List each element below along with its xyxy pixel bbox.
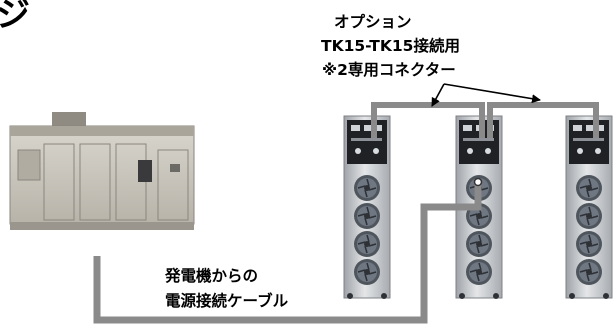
connector-cable-middle-right (487, 102, 599, 138)
option-note-line1: オプション (334, 13, 412, 31)
cable-note-line1: 発電機からの (165, 267, 259, 285)
arrow-to-left-connector (431, 83, 445, 107)
cable-note-line2: 電源接続ケーブル (165, 292, 289, 310)
cable-connection-point (473, 177, 483, 187)
power-unit-left (344, 116, 390, 299)
connector-cable-left-middle (371, 102, 485, 138)
power-unit-right (566, 116, 612, 299)
title-fragment: ジ (0, 0, 30, 35)
generator-power-cable (93, 182, 482, 324)
generator-cabinet (9, 112, 195, 230)
option-note-line3: ※2専用コネクター (322, 61, 456, 79)
arrow-to-right-connector (443, 83, 541, 104)
option-note-line2: TK15-TK15接続用 (321, 37, 460, 55)
